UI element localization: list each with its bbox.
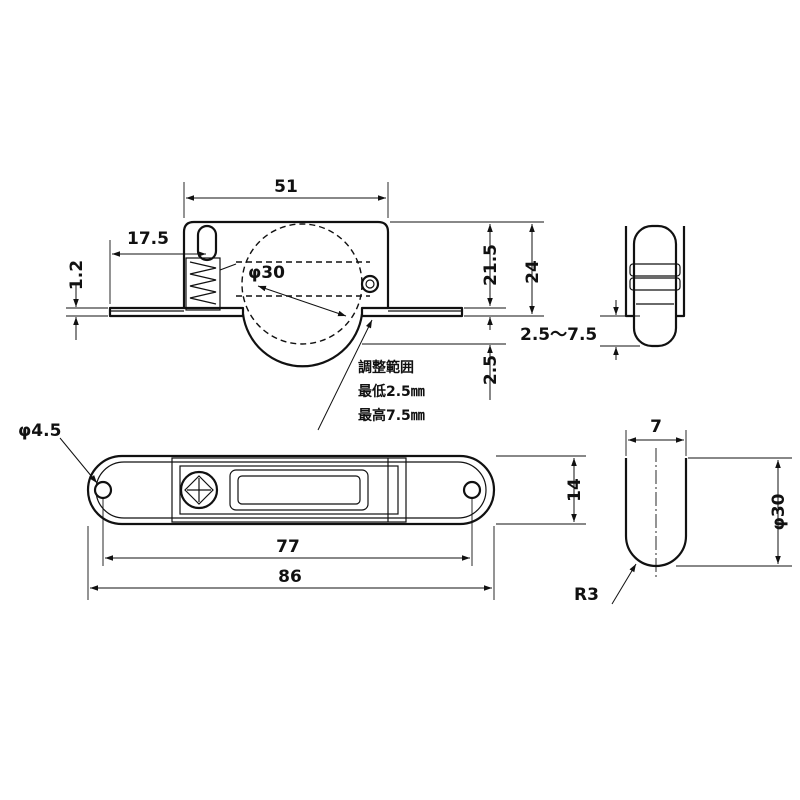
height-total-label: 21.5 (481, 244, 501, 286)
height-side-label: 24 (523, 260, 543, 284)
offset-left-label: 17.5 (127, 229, 169, 249)
mounting-hole-left (93, 480, 113, 500)
mounting-hole-right (462, 480, 482, 500)
wheel-slot (229, 469, 369, 511)
wheel-width-label: 7 (650, 417, 662, 437)
wheel-diameter-side-label: φ30 (769, 493, 789, 530)
adjustment-max: 最高7.5㎜ (358, 407, 425, 424)
plate-width-label: 14 (565, 478, 585, 502)
mounting-flange (108, 306, 245, 318)
hole-pitch-label: 77 (276, 537, 300, 557)
front-view: φ30 51 17.5 1.2 21.5 24 2.5 調整範囲 最低2.5㎜ (66, 177, 544, 431)
hole-diameter-label: φ4.5 (18, 421, 61, 441)
adjustment-min: 最低2.5㎜ (358, 383, 425, 400)
length-total-label: 86 (278, 567, 302, 587)
adjustment-range-title: 調整範囲 (358, 359, 414, 376)
wheel-detail-view: 7 φ30 R3 (574, 417, 792, 605)
base-plate (86, 454, 496, 526)
top-view: φ4.5 14 77 86 (18, 421, 586, 600)
range-side-label: 2.5～7.5 (520, 325, 597, 345)
width-top-label: 51 (274, 177, 298, 197)
side-wheel (632, 224, 678, 348)
wheel-diameter-label: φ30 (248, 263, 285, 283)
protrusion-label: 2.5 (481, 355, 501, 385)
edge-radius-label: R3 (574, 585, 599, 605)
mounting-flange-right (360, 306, 464, 318)
axle-hole (360, 274, 380, 294)
spring-icon (185, 257, 237, 311)
adjuster-slot (196, 224, 218, 262)
flange-thickness-label: 1.2 (67, 260, 87, 290)
side-view: 2.5～7.5 (520, 224, 686, 360)
wheel-front (241, 313, 364, 368)
